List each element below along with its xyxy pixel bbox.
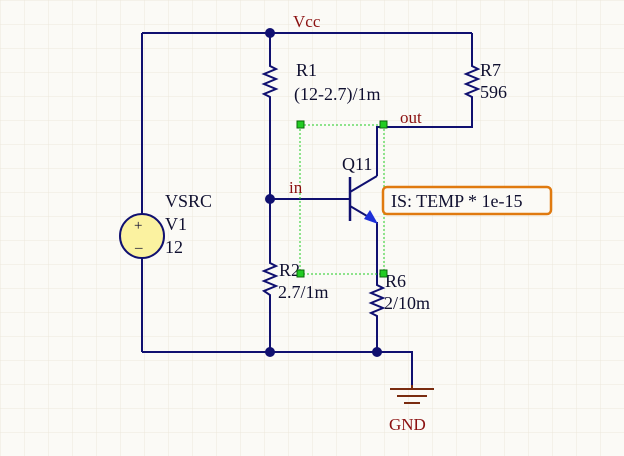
junction-gnd-left[interactable] xyxy=(265,347,275,357)
source-plus-sign: + xyxy=(134,218,142,234)
r7-value-label: 596 xyxy=(480,82,507,102)
transistor-collector-leg xyxy=(349,175,378,193)
r7-ref-label: R7 xyxy=(480,60,501,80)
net-label-in: in xyxy=(289,178,303,197)
emitter-arrow-icon xyxy=(364,210,378,224)
source-minus-sign: – xyxy=(134,240,143,256)
q11-param-label[interactable]: IS: TEMP * 1e-15 xyxy=(391,191,523,211)
source-circle-icon xyxy=(119,213,165,259)
selection-handle-bottom-right[interactable] xyxy=(379,269,388,278)
r2-ref-label: R2 xyxy=(279,260,300,280)
selection-outline xyxy=(299,124,385,275)
r1-value-label: (12-2.7)/1m xyxy=(294,84,380,105)
wire-group xyxy=(141,32,473,385)
voltage-source-v1[interactable]: + – xyxy=(119,213,165,259)
ground-icon[interactable] xyxy=(390,385,434,404)
r1-ref-label: R1 xyxy=(296,60,317,80)
resistor-r6[interactable] xyxy=(368,280,386,320)
v1-ref-label: V1 xyxy=(165,214,187,234)
selection-handle-bottom-left[interactable] xyxy=(296,269,305,278)
transistor-q11[interactable] xyxy=(348,175,378,224)
r6-value-label: 2/10m xyxy=(384,293,430,313)
r2-value-label: 2.7/1m xyxy=(278,282,329,302)
resistor-r7[interactable] xyxy=(463,62,481,100)
v1-type-label: VSRC xyxy=(165,191,212,211)
q11-param-highlight-box[interactable] xyxy=(381,185,553,216)
q11-ref-label: Q11 xyxy=(342,154,372,174)
resistor-r1[interactable] xyxy=(261,62,279,102)
wire-r7-to-out[interactable] xyxy=(376,100,473,176)
junction-in[interactable] xyxy=(265,194,275,204)
junction-gnd-right[interactable] xyxy=(372,347,382,357)
net-label-gnd: GND xyxy=(389,415,426,434)
selection-handle-top-right[interactable] xyxy=(379,120,388,129)
net-label-out: out xyxy=(400,108,422,127)
resistor-r2[interactable] xyxy=(261,258,279,300)
net-label-vcc: Vcc xyxy=(293,12,321,31)
selection-box[interactable] xyxy=(296,120,388,278)
selection-handle-top-left[interactable] xyxy=(296,120,305,129)
wire-bottom-gnd[interactable] xyxy=(142,351,413,385)
junction-vcc[interactable] xyxy=(265,28,275,38)
r6-ref-label: R6 xyxy=(385,271,406,291)
v1-value-label: 12 xyxy=(165,237,183,257)
